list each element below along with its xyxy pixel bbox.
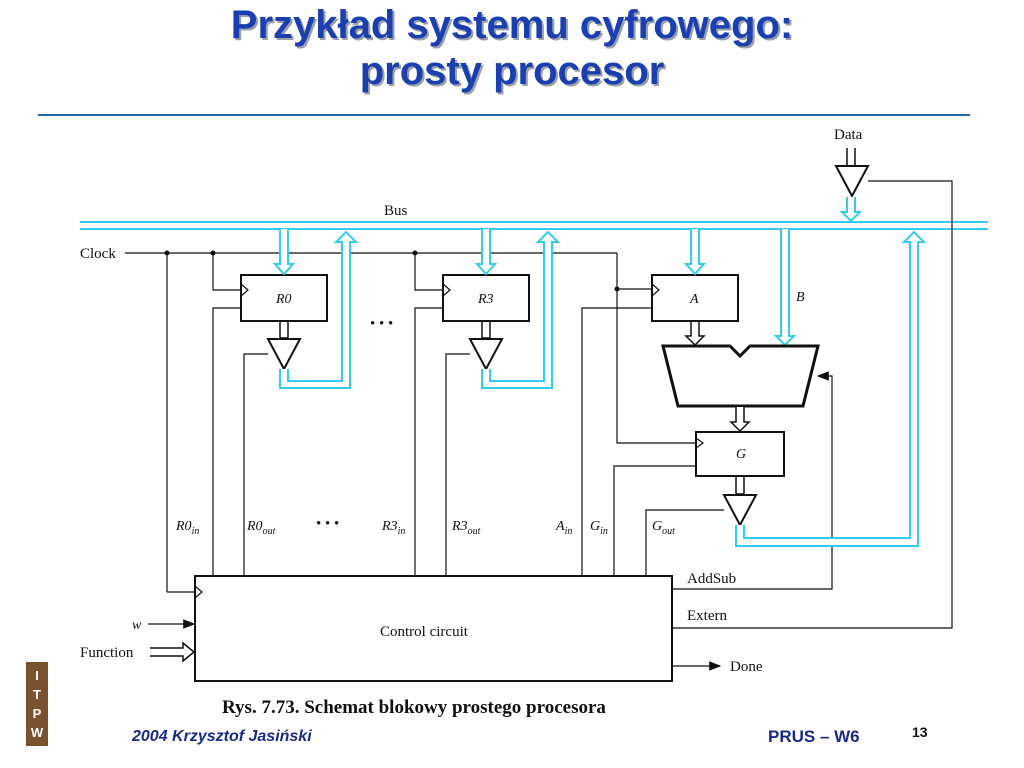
- page-number: 13: [912, 724, 928, 740]
- function-input-label: Function: [80, 645, 134, 661]
- logo-letter-w: W: [30, 725, 44, 740]
- itpw-logo: I T P W: [26, 662, 48, 746]
- signal-r0-out: R0out: [246, 519, 276, 537]
- register-ellipsis: • • •: [370, 316, 393, 332]
- r0-clock-mark: [240, 283, 249, 297]
- register-r0-label: R0: [275, 292, 292, 307]
- slide-title: Przykład systemu cyfrowego: prosty proce…: [0, 2, 1024, 94]
- a-clock-mark: [651, 283, 660, 297]
- control-clock-mark: [194, 585, 203, 599]
- addsub-label: AddSub: [687, 571, 736, 587]
- register-r0: [240, 274, 328, 322]
- r0-to-bus-return: [279, 230, 359, 389]
- r0-tristate-buffer: [266, 338, 302, 372]
- done-label: Done: [730, 659, 763, 675]
- bus-to-r3-arrow: [474, 229, 498, 276]
- control-circuit-label: Control circuit: [380, 624, 469, 640]
- signal-r3-out: R3out: [451, 519, 481, 537]
- data-label: Data: [834, 127, 863, 143]
- register-r3-label: R3: [477, 292, 494, 307]
- r3-clock-mark: [442, 283, 451, 297]
- signal-r0-in: R0in: [175, 519, 199, 537]
- signal-g-out: Gout: [652, 519, 675, 537]
- bus-to-alu-b-arrow: [773, 229, 797, 347]
- bus-label: Bus: [384, 203, 408, 219]
- register-a: [651, 274, 739, 322]
- alu-to-g-arrow: [729, 407, 751, 433]
- data-tristate-buffer: [834, 165, 870, 199]
- data-buffer-to-bus-arrow: [839, 197, 863, 223]
- clock-label: Clock: [80, 246, 116, 262]
- r3-output-arrow: [481, 322, 491, 339]
- function-input-arrow: [150, 641, 196, 663]
- logo-letter-i: I: [35, 668, 39, 683]
- title-line-2: prosty procesor: [359, 49, 665, 93]
- register-g: [695, 431, 785, 477]
- bus-lines: [80, 221, 988, 230]
- signal-r3-in: R3in: [381, 519, 405, 537]
- g-output-arrow: [735, 477, 745, 495]
- w-input-label: w: [132, 618, 142, 633]
- g-to-bus-return: [735, 230, 927, 547]
- control-circuit-box: [194, 575, 673, 682]
- r0-output-arrow: [279, 322, 289, 339]
- g-clock-mark: [695, 437, 705, 449]
- a-to-alu-arrow: [684, 322, 706, 347]
- alu-adder-subtractor: [661, 344, 820, 408]
- figure-caption: Rys. 7.73. Schemat blokowy prostego proc…: [222, 697, 606, 718]
- signal-ellipsis: • • •: [316, 516, 339, 532]
- addsub-control-line: [672, 371, 833, 590]
- register-g-label: G: [736, 447, 746, 462]
- extern-control-line: [672, 180, 953, 629]
- g-tristate-buffer: [722, 494, 758, 528]
- b-input-label: B: [796, 290, 805, 305]
- clock-wiring: [125, 252, 696, 593]
- register-a-label: A: [689, 292, 699, 307]
- data-input-arrow: [846, 148, 856, 167]
- bus-to-r0-arrow: [272, 229, 296, 276]
- register-r3: [442, 274, 530, 322]
- title-line-1: Przykład systemu cyfrowego:: [230, 3, 794, 47]
- logo-letter-p: P: [32, 706, 42, 721]
- footer-course: PRUS – W6: [768, 727, 860, 746]
- signal-g-in: Gin: [590, 519, 608, 537]
- title-divider: [38, 114, 970, 116]
- control-signal-wires: [212, 307, 724, 576]
- r3-tristate-buffer: [468, 338, 504, 372]
- clock-junctions: [164, 250, 620, 292]
- extern-label: Extern: [687, 608, 727, 624]
- bus-to-a-arrow: [683, 229, 707, 276]
- logo-letter-t: T: [33, 687, 41, 702]
- footer-author: 2004 Krzysztof Jasiński: [132, 728, 312, 745]
- r3-to-bus-return: [481, 230, 561, 389]
- signal-a-in: Ain: [555, 519, 572, 537]
